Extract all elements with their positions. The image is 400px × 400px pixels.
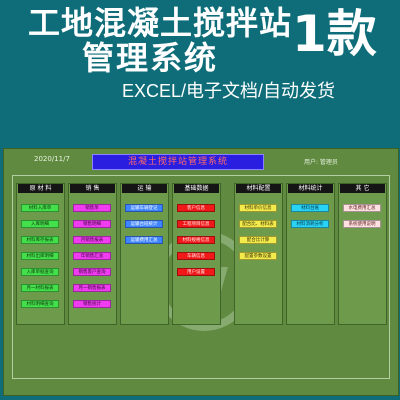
menu-button[interactable]: 水电费用汇总 [343, 204, 381, 212]
menu-button[interactable]: 用户设置 [177, 268, 215, 276]
banner-badge: 1款 [292, 5, 377, 63]
menu-button[interactable]: 月一材料报表 [21, 284, 59, 292]
banner-tagline: EXCEL/电子文档/自动发货 [122, 81, 336, 101]
menu-button[interactable]: 材料入库单 [21, 204, 59, 212]
menu-button[interactable]: 销售统计 [73, 300, 111, 308]
menu-column-header: 其 它 [340, 184, 385, 193]
date-label: 2020/11/7 [34, 155, 70, 163]
menu-button[interactable]: 销售明细 [73, 220, 111, 228]
app-header: 2020/11/7 混凝土搅拌站管理系统 用户: 管理员 [4, 149, 398, 171]
menu-column-header: 销 售 [70, 184, 115, 193]
menu-column-5: 材料配置材料单价信息配合比、材料表配合比计算配置参数设置 [234, 183, 283, 325]
app-title: 混凝土搅拌站管理系统 [92, 154, 264, 170]
menu-button[interactable]: 年销售汇总 [73, 252, 111, 260]
menu-column-header: 材料统计 [288, 184, 333, 193]
menu-button[interactable]: 客户信息 [177, 204, 215, 212]
app-window: 2020/11/7 混凝土搅拌站管理系统 用户: 管理员 原 材 料材料入库单入… [3, 148, 399, 396]
menu-button[interactable]: 材料库存报表 [21, 236, 59, 244]
menu-column-7: 其 它水电费用汇总系统使用说明 [338, 183, 387, 325]
menu-button[interactable]: 材料消耗分析 [291, 220, 329, 228]
promo-banner: 工地混凝土搅拌站 管理系统 1款 EXCEL/电子文档/自动发货 [0, 0, 400, 150]
user-label: 用户: 管理员 [304, 159, 338, 166]
menu-button[interactable]: 运输台班统计 [125, 220, 163, 228]
menu-panel-frame [12, 175, 390, 379]
banner-title-line1: 工地混凝土搅拌站 [28, 4, 293, 42]
menu-button[interactable]: 配合比计算 [239, 236, 277, 244]
menu-column-header: 基础数据 [174, 184, 219, 193]
menu-column-header: 原 材 料 [18, 184, 63, 193]
menu-button[interactable]: 材料单价信息 [239, 204, 277, 212]
menu-button[interactable]: 车辆信息 [177, 252, 215, 260]
banner-title-line2: 管理系统 [82, 39, 219, 77]
menu-button[interactable]: 入库单据查询 [21, 268, 59, 276]
menu-button[interactable]: 材料规格信息 [177, 236, 215, 244]
menu-button[interactable]: 材料明细查询 [21, 300, 59, 308]
menu-column-header: 材料配置 [236, 184, 281, 193]
menu-button[interactable]: 入库明细 [21, 220, 59, 228]
menu-column-4: 基础数据客户信息工程项目信息材料规格信息车辆信息用户设置 [172, 183, 221, 325]
menu-button[interactable]: 月一销售报表 [73, 284, 111, 292]
menu-button[interactable]: 运输车辆登记 [125, 204, 163, 212]
menu-button[interactable]: 配合比、材料表 [239, 220, 277, 228]
menu-button[interactable]: 销售单 [73, 204, 111, 212]
menu-column-6: 材料统计材料台账材料消耗分析 [286, 183, 335, 325]
menu-column-3: 运 输运输车辆登记运输台班统计运输费用汇总 [120, 183, 169, 325]
menu-column-header: 运 输 [122, 184, 167, 193]
menu-button[interactable]: 销售客户查询 [73, 268, 111, 276]
menu-button[interactable]: 配置参数设置 [239, 252, 277, 260]
menu-button[interactable]: 材料出库明细 [21, 252, 59, 260]
menu-button[interactable]: 工程项目信息 [177, 220, 215, 228]
menu-button[interactable]: 运输费用汇总 [125, 236, 163, 244]
menu-button[interactable]: 材料台账 [291, 204, 329, 212]
menu-column-1: 原 材 料材料入库单入库明细材料库存报表材料出库明细入库单据查询月一材料报表材料… [16, 183, 65, 325]
menu-button[interactable]: 月销售报表 [73, 236, 111, 244]
menu-column-2: 销 售销售单销售明细月销售报表年销售汇总销售客户查询月一销售报表销售统计 [68, 183, 117, 325]
menu-button[interactable]: 系统使用说明 [343, 220, 381, 228]
